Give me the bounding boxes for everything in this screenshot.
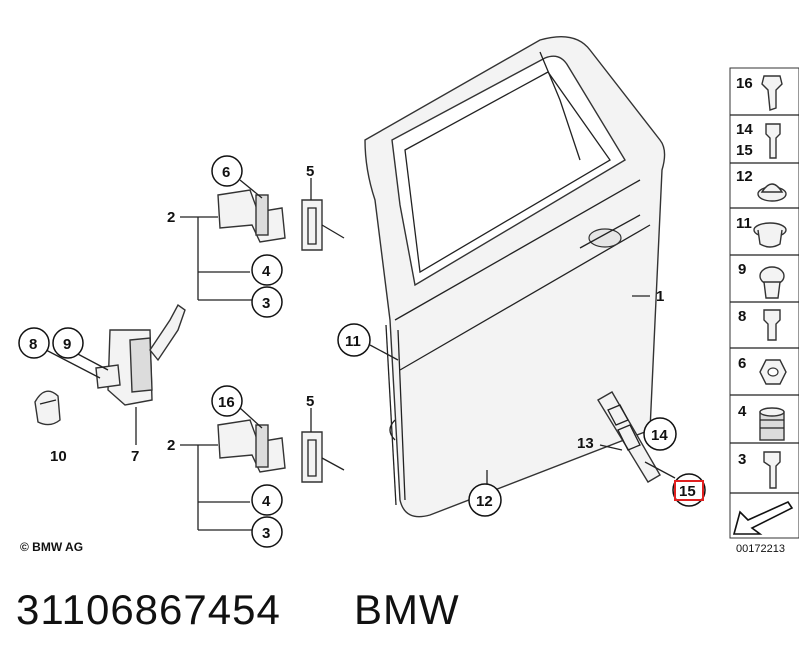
callout-11: 11	[337, 323, 371, 357]
legend-item-9: 9	[738, 261, 785, 299]
svg-text:5: 5	[306, 393, 314, 410]
callout-14: 14	[643, 417, 677, 451]
arrow-icon	[732, 500, 794, 535]
callout-16: 16	[211, 385, 243, 417]
svg-text:4: 4	[262, 493, 271, 510]
lower-hinge	[217, 419, 345, 483]
legend-item-11: 11	[736, 215, 787, 248]
callout-5-upper: 5	[306, 163, 314, 180]
svg-text:1: 1	[656, 288, 664, 305]
legend-item-12: 12	[736, 168, 787, 202]
svg-text:3: 3	[262, 295, 270, 312]
svg-text:8: 8	[29, 336, 37, 353]
svg-text:3: 3	[262, 525, 270, 542]
door-check-strap	[95, 303, 186, 406]
svg-text:12: 12	[736, 168, 753, 185]
svg-text:5: 5	[306, 163, 314, 180]
svg-text:16: 16	[736, 75, 753, 92]
svg-text:4: 4	[738, 403, 747, 420]
callout-2-lower: 2	[167, 437, 175, 454]
legend-item-8: 8	[738, 308, 781, 341]
diagram-id: 00172213	[736, 543, 785, 555]
svg-text:12: 12	[476, 493, 493, 510]
brand-name: BMW	[354, 586, 460, 633]
part-number: 31106867454	[16, 586, 281, 633]
svg-text:13: 13	[577, 435, 594, 452]
svg-text:11: 11	[345, 333, 361, 350]
parts-legend: 16 14 15 12 11 9 8 6	[729, 67, 799, 539]
legend-item-4: 4	[738, 403, 785, 441]
svg-text:15: 15	[736, 142, 753, 159]
callout-6: 6	[211, 155, 243, 187]
svg-text:6: 6	[738, 355, 746, 372]
svg-text:9: 9	[738, 261, 746, 278]
protective-cap	[34, 390, 61, 426]
callout-9: 9	[52, 327, 84, 359]
legend-item-14-15: 14 15	[736, 121, 781, 159]
callout-2-upper: 2	[167, 209, 175, 226]
svg-text:14: 14	[736, 121, 753, 138]
callout-12: 12	[468, 483, 502, 517]
svg-text:11: 11	[736, 215, 752, 232]
svg-text:7: 7	[131, 448, 139, 465]
svg-text:15: 15	[679, 483, 696, 500]
rear-door-shell	[364, 36, 666, 518]
callout-15-highlighted: 15	[672, 473, 706, 507]
callout-4-upper: 4	[251, 254, 283, 286]
svg-text:10: 10	[50, 448, 67, 465]
legend-item-6: 6	[738, 355, 787, 385]
door-bracket	[597, 391, 661, 483]
callout-1: 1	[656, 288, 664, 305]
copyright-text: © BMW AG	[20, 540, 84, 554]
svg-text:14: 14	[651, 427, 668, 444]
callout-8: 8	[18, 327, 50, 359]
callout-5-lower: 5	[306, 393, 314, 410]
svg-text:6: 6	[222, 164, 230, 181]
callout-3-lower: 3	[251, 516, 283, 548]
svg-text:16: 16	[218, 394, 235, 411]
svg-text:9: 9	[63, 336, 71, 353]
callout-13: 13	[577, 435, 594, 452]
upper-hinge	[217, 189, 345, 251]
svg-text:3: 3	[738, 451, 746, 468]
callout-10: 10	[50, 448, 67, 465]
legend-item-16: 16	[736, 75, 783, 111]
svg-text:2: 2	[167, 209, 175, 226]
callout-4-lower: 4	[251, 484, 283, 516]
callout-7: 7	[131, 448, 139, 465]
callout-3-upper: 3	[251, 286, 283, 318]
svg-text:4: 4	[262, 263, 271, 280]
legend-item-3: 3	[738, 451, 781, 489]
svg-text:8: 8	[738, 308, 746, 325]
svg-text:2: 2	[167, 437, 175, 454]
